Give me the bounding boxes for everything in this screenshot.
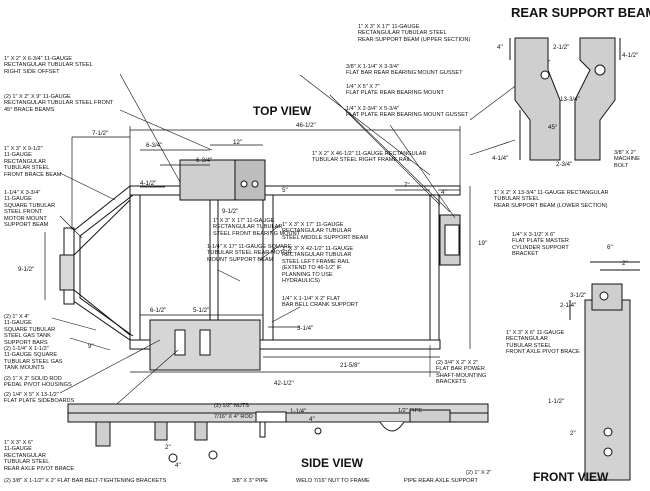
dim-19: 19" bbox=[478, 240, 488, 247]
label-right-side-offset: 1" X 2" X 6-3/4" 11-GAUGE RECTANGULAR TU… bbox=[4, 56, 93, 75]
label-pipe: 3/8" X 3" PIPE bbox=[232, 478, 268, 484]
label-rear-axle-pivot: 1" X 3" X 6" 11-GAUGE RECTANGULAR TUBULA… bbox=[4, 440, 75, 472]
dim-2s: 2" bbox=[165, 444, 171, 451]
dim-rs-2-75: 2-3/4" bbox=[556, 161, 573, 168]
front-view-drawing bbox=[569, 261, 640, 481]
dim-1-25: 1-1/4" bbox=[290, 408, 307, 415]
label-middle-support: 1" X 3" X 17" 11-GAUGE RECTANGULAR TUBUL… bbox=[282, 222, 369, 241]
label-rear-bearing-gusset: 3/8" X 1-1/4" X 3-3/4" FLAT BAR REAR BEA… bbox=[346, 64, 463, 77]
dim-rs-4: 4" bbox=[497, 44, 503, 51]
label-front-45-brace: (2) 1" X 2" X 9" 11-GAUGE RECTANGULAR TU… bbox=[4, 94, 114, 113]
label-front-brace-beam: 1" X 3" X 9-1/2" 11-GAUGE RECTANGULAR TU… bbox=[4, 146, 62, 178]
dim-rs-45: 45° bbox=[548, 124, 558, 131]
dim-rs-2-5: 2-1/2" bbox=[553, 44, 570, 51]
label-pipe-rear-axle: PIPE REAR AXLE SUPPORT bbox=[404, 478, 478, 484]
dim-fv-2-25: 2-1/4" bbox=[560, 302, 577, 309]
label-power-shaft: (2) 3/4" X 2" X 2" FLAT BAR POWER SHAFT-… bbox=[436, 360, 487, 386]
dim-5-5: 5-1/2" bbox=[193, 307, 210, 314]
label-floorboards: (2) 1/4" X 5" X 13-1/2" FLAT PLATE SIDEB… bbox=[4, 392, 75, 405]
dim-42-5: 42-1/2" bbox=[274, 380, 294, 387]
side-view-frame bbox=[67, 403, 489, 463]
label-pedal-pivot: (2) 1" X 2" SOLID ROD PEDAL PIVOT HOUSIN… bbox=[4, 376, 72, 389]
dim-fv-1-5: 1-1/2" bbox=[548, 398, 565, 405]
label-rod: 7/16" X 4" ROD bbox=[214, 414, 253, 420]
dim-5: 5" bbox=[282, 187, 288, 194]
label-bell-crank: 1/4" X 1-1/4" X 2" FLAT BAR BELL CRANK S… bbox=[282, 296, 359, 309]
dim-21-6: 21-5/8" bbox=[340, 362, 360, 369]
label-rear-bearing-mount: 1/4" X 5" X 7" FLAT PLATE REAR BEARING M… bbox=[346, 84, 444, 97]
dim-6-75b: 6-3/4" bbox=[196, 157, 213, 164]
label-half-pipe: 1/2" PIPE bbox=[398, 408, 423, 414]
dim-rs-4-5: 4-1/2" bbox=[622, 52, 639, 59]
dim-fv-3-5: 3-1/2" bbox=[570, 292, 587, 299]
label-front-axle-pivot: 1" X 3" X 6" 11-GAUGE RECTANGULAR TUBULA… bbox=[506, 330, 580, 356]
dim-fv-6: 6" bbox=[607, 244, 613, 251]
dim-46-5: 46-1/2" bbox=[296, 122, 316, 129]
dim-6-5: 6-1/2" bbox=[150, 307, 167, 314]
label-one-by-two: (2) 1" X 2" bbox=[466, 470, 492, 476]
rear-support-beam-drawing bbox=[509, 37, 621, 161]
top-view-dimensions bbox=[44, 126, 471, 373]
label-weld-nut: WELD 7/16" NUT TO FRAME bbox=[296, 478, 370, 484]
dim-fv-2a: 2" bbox=[622, 260, 628, 267]
side-view-title: SIDE VIEW bbox=[301, 456, 364, 470]
dim-3-25: 3-1/4" bbox=[297, 325, 314, 332]
top-view-frame bbox=[59, 159, 461, 371]
label-right-frame-rail: 1" X 2" X 46-1/2" 11-GAUGE RECTANGULAR T… bbox=[312, 151, 427, 164]
dim-6-75a: 6-3/4" bbox=[146, 142, 163, 149]
label-rear-motor-mount: 1-1/4" X 17" 11-GAUGE SQUARE TUBULAR STE… bbox=[207, 244, 292, 263]
dim-4a: 4" bbox=[441, 189, 447, 196]
front-view-title: FRONT VIEW bbox=[533, 470, 609, 484]
label-master-cylinder: 1/4" X 3-1/2" X 6" FLAT PLATE MASTER CYL… bbox=[512, 232, 569, 258]
label-front-bearing-mount: 1" X 3" X 17" 11-GAUGE RECTANGULAR TUBUL… bbox=[213, 218, 301, 237]
dim-7-5: 7-1/2" bbox=[92, 130, 109, 137]
dim-fv-2b: 2" bbox=[570, 430, 576, 437]
label-upper-section: 1" X 3" X 17" 11-GAUGE RECTANGULAR TUBUL… bbox=[358, 24, 471, 43]
label-bearing-mount-gusset: 1/4" X 2-3/4" X 5-3/4" FLAT PLATE REAR B… bbox=[346, 106, 469, 119]
label-belt-brackets: (2) 3/8" X 1-1/2" X 2" FLAT BAR BELT-TIG… bbox=[4, 478, 167, 484]
dim-4b: 4" bbox=[309, 416, 315, 423]
label-gas-tank-support: (2) 1" X 4" 11-GAUGE SQUARE TUBULAR STEE… bbox=[4, 314, 56, 346]
label-front-motor-mount: 1-1/4" X 3-3/4" 11-GAUGE SQUARE TUBULAR … bbox=[4, 190, 56, 229]
label-gas-tank-mounts: (2) 1-1/4" X 1-1/2" 11-GAUGE SQUARE TUBU… bbox=[4, 346, 63, 372]
dim-9-5a: 9-1/2" bbox=[222, 208, 239, 215]
dim-12: 12" bbox=[233, 139, 243, 146]
label-lower-section: 1" X 2" X 13-3/4" 11-GAUGE RECTANGULAR T… bbox=[494, 190, 609, 209]
dim-4-5: 4-1/2" bbox=[140, 180, 157, 187]
label-left-frame-rail: 1" X 3" X 42-1/2" 11-GAUGE RECTANGULAR T… bbox=[282, 246, 354, 285]
dim-9-5b: 9-1/2" bbox=[18, 266, 35, 273]
dim-9: 9" bbox=[88, 343, 94, 350]
dim-rs-13-75: 13-3/4" bbox=[560, 96, 580, 103]
label-nuts: (2) 1/2" NUTS bbox=[214, 403, 249, 409]
dim-7: 7" bbox=[404, 182, 410, 189]
label-machine-bolt: 3/8" X 2" MACHINE BOLT bbox=[614, 150, 640, 169]
dim-rs-4-25: 4-1/4" bbox=[492, 155, 509, 162]
dim-4c: 4" bbox=[175, 462, 181, 469]
rear-support-beam-title: REAR SUPPORT BEAM bbox=[511, 5, 650, 20]
top-view-title: TOP VIEW bbox=[253, 104, 312, 118]
